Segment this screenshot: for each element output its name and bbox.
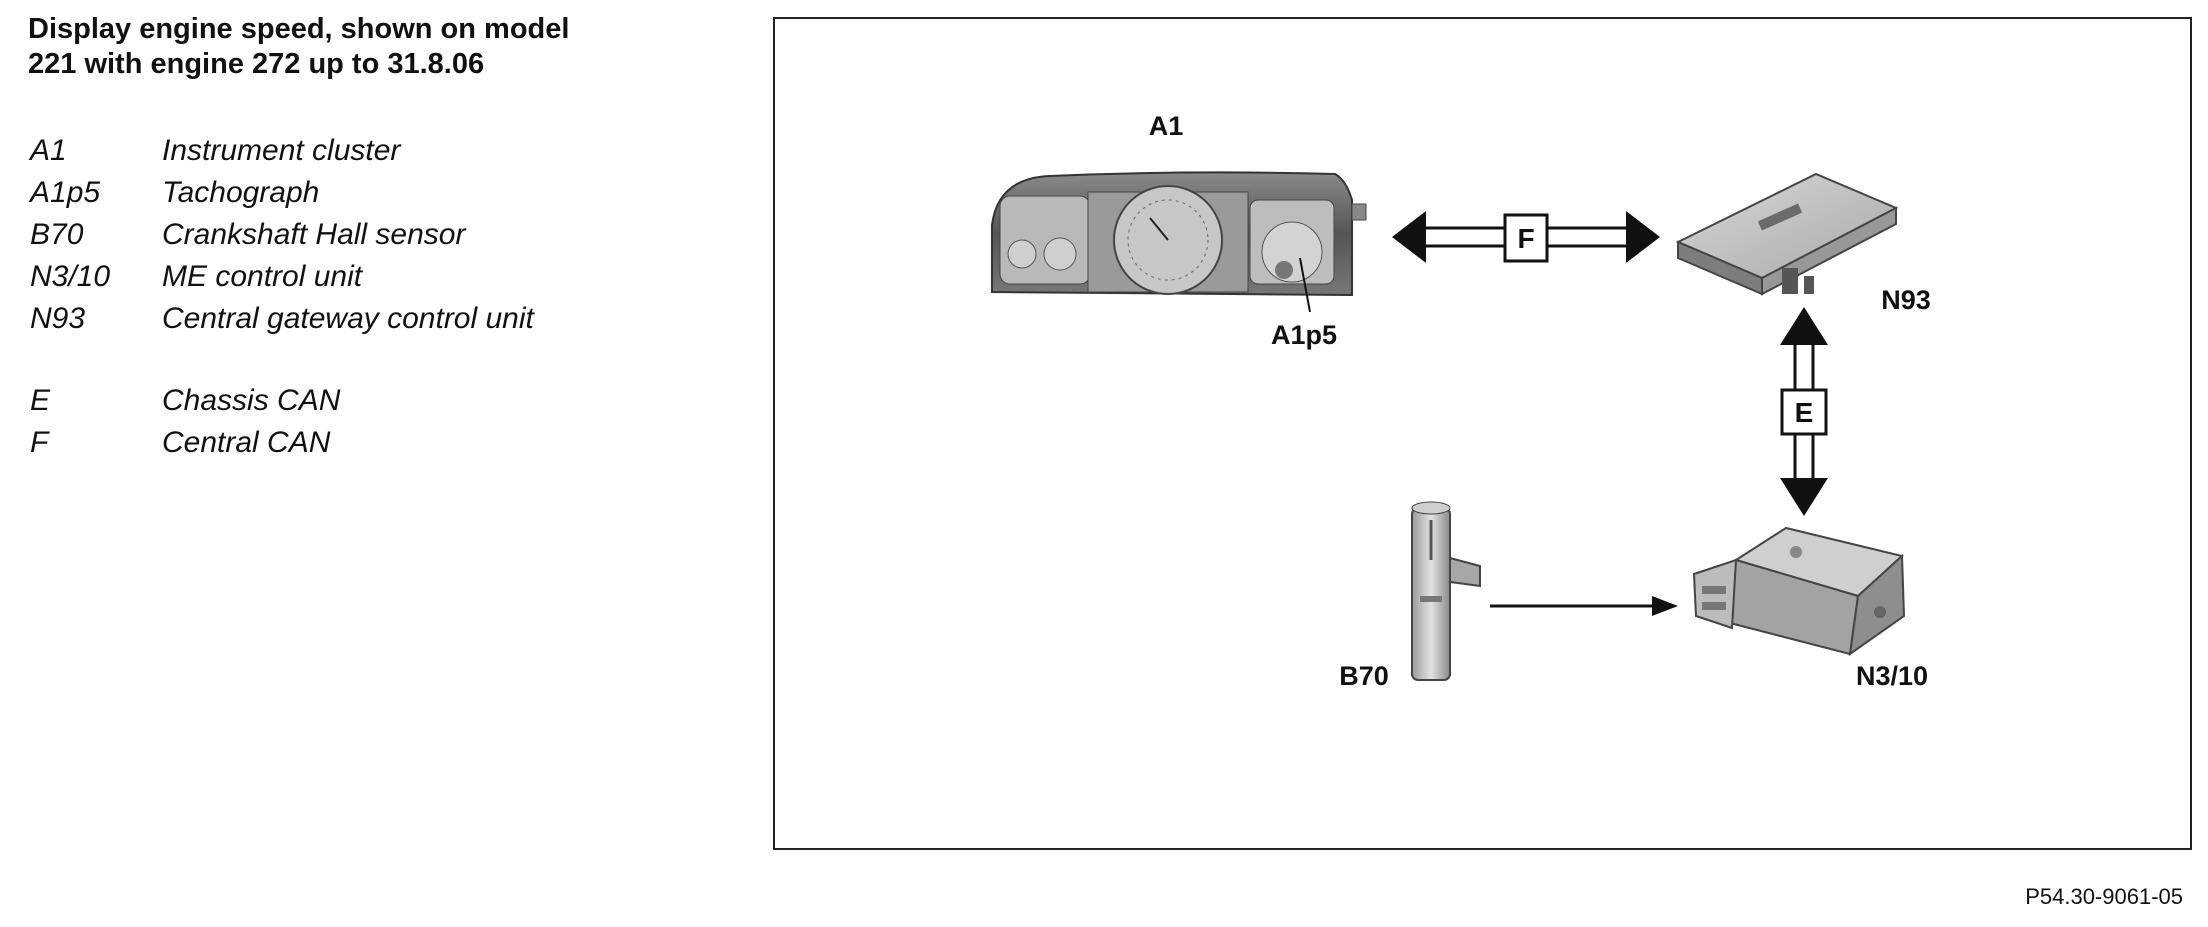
legend-desc: Instrument cluster (162, 134, 401, 167)
diagram-frame (773, 17, 2192, 850)
legend-item: F Central CAN (30, 422, 534, 464)
legend-item: A1 Instrument cluster (30, 130, 534, 172)
label-a1: A1 (1149, 111, 1184, 141)
label-a1p5: A1p5 (1271, 320, 1337, 350)
legend-item: N93 Central gateway control unit (30, 298, 534, 340)
label-b70: B70 (1339, 661, 1389, 691)
legend-code: A1p5 (30, 176, 101, 209)
legend-item: A1p5 Tachograph (30, 172, 534, 214)
crankshaft-sensor-icon (1411, 501, 1481, 681)
legend: A1 Instrument cluster A1p5 Tachograph B7… (30, 130, 534, 464)
label-n93: N93 (1881, 285, 1931, 315)
chassis-can-arrow: E (1780, 307, 1828, 516)
legend-item: E Chassis CAN (30, 380, 534, 422)
bus-f-letter: F (1517, 223, 1534, 254)
title-line-1: Display engine speed, shown on model (28, 13, 570, 45)
legend-code: E (30, 384, 51, 417)
legend-desc: Chassis CAN (162, 384, 341, 417)
legend-desc: Central gateway control unit (162, 302, 534, 335)
legend-item: N3/10 ME control unit (30, 256, 534, 298)
bus-e-letter: E (1795, 397, 1814, 428)
legend-desc: Tachograph (162, 176, 320, 209)
legend-code: N3/10 (30, 260, 111, 293)
title-line-2: 221 with engine 272 up to 31.8.06 (28, 48, 485, 80)
legend-desc: Crankshaft Hall sensor (162, 218, 466, 251)
sensor-signal-arrow (1490, 596, 1678, 616)
legend-item: B70 Crankshaft Hall sensor (30, 214, 534, 256)
bus-e-box (1780, 388, 1828, 436)
page-title: Display engine speed, shown on model 221… (28, 12, 728, 82)
instrument-cluster-icon (991, 171, 1367, 313)
legend-code: B70 (30, 218, 84, 251)
figure-reference: P54.30-9061-05 (2025, 884, 2183, 909)
legend-code: A1 (30, 134, 67, 167)
gateway-module-icon (1675, 172, 1899, 296)
legend-desc: Central CAN (162, 426, 331, 459)
engine-control-unit-icon (1692, 526, 1906, 657)
legend-code: F (30, 426, 49, 459)
legend-desc: ME control unit (162, 260, 363, 293)
label-n3-10: N3/10 (1856, 661, 1928, 691)
legend-code: N93 (30, 302, 86, 335)
bus-f-box (1503, 213, 1549, 263)
central-can-arrow: F (1392, 211, 1660, 263)
